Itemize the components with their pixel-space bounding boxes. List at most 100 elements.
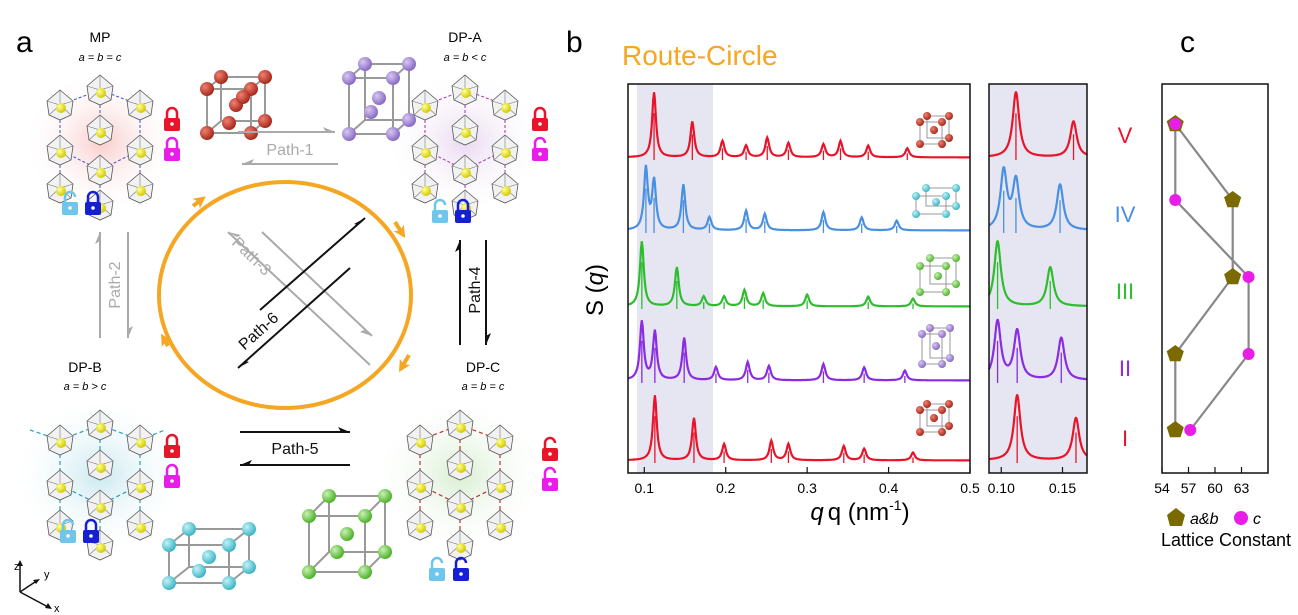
roman-label-II: II [1119,356,1131,381]
red-lock-icon [532,106,548,131]
path-2: Path-2 [95,232,133,338]
inset-cell-i [916,400,953,436]
dark-blue-lock-icon [455,198,471,223]
zoom-x-tick-label: 0.15 [1049,480,1076,496]
axis-y-label: y [44,569,50,581]
magenta-lock-icon [542,466,558,491]
roman-label-IV: IV [1115,202,1136,227]
zoom-plot-frame [988,83,1088,474]
path-6-label: Path-6 [236,309,282,353]
path-6: Path-6 [236,217,366,369]
highlight-band-zoom [989,84,1087,473]
light-blue-lock-icon [62,190,78,215]
dark-blue-lock-icon [453,556,469,581]
light-blue-lock-icon [60,518,76,543]
dpb-superlattice [29,409,166,561]
lattice-x-tick-label: 57 [1181,480,1197,496]
route-circle-title: Route-Circle [622,40,778,71]
route-arrow-bottom-left [161,333,173,348]
inset-cell-iii [916,254,960,296]
legend-c: c [1253,511,1261,528]
lattice-legend: a&b c [1167,508,1261,528]
panel-b-letter: b [566,26,583,59]
ab-point [1166,421,1184,438]
circle-marker-legend [1234,511,1248,525]
path-3-label: Path-3 [228,234,274,279]
route-arrow-top-right [393,220,406,239]
path-5: Path-5 [240,427,350,466]
panel-c: c 54 57 60 63 a&b c Lattice Constant [1154,26,1291,550]
dark-blue-lock-icon [83,518,99,543]
lattice-line-ab [1174,123,1234,430]
roman-label-III: III [1116,279,1134,304]
route-circle [157,180,413,410]
zoom-x-ticks: 0.10 0.15 [988,467,1076,496]
ab-point [1224,191,1242,208]
dpb-unit-cell [162,522,256,590]
roman-label-V: V [1118,123,1133,148]
light-blue-lock-icon [429,556,445,581]
zoom-x-tick-label: 0.10 [988,480,1015,496]
main-x-tick-label: 0.5 [960,480,980,496]
dpb-title: DP-B [68,359,101,375]
mp-title: MP [90,29,111,45]
coordinate-axes: z y x [14,560,60,615]
dpc-relation: a = b = c [462,381,505,393]
path-5-label: Path-5 [271,441,318,458]
dpa-superlattice [411,74,519,221]
dpc-title: DP-C [466,359,500,375]
inset-cell-ii [918,324,954,368]
panel-a: a MP a = b = c DP-A a = b < c DP-B a = b… [10,26,558,615]
lattice-xlabel: Lattice Constant [1161,530,1291,550]
spectrum-line-IV [627,164,970,232]
lattice-x-ticks: 54 57 60 63 [1154,467,1249,496]
main-x-tick-label: 0.3 [797,480,817,496]
c-point [1169,118,1182,130]
spectrum-line-III [627,241,970,308]
inset-cell-iv [912,184,960,218]
ab-point [1224,268,1242,285]
dpc-unit-cell [302,489,392,579]
pentagon-marker-legend [1167,508,1185,526]
magenta-lock-icon [164,463,180,488]
c-point [1169,194,1182,206]
zoom-spectra [987,91,1088,463]
path-1-label: Path-1 [266,142,313,159]
mp-superlattice [46,74,154,221]
spectrum-line-II [988,318,1088,381]
lattice-x-tick-label: 54 [1154,480,1170,496]
magenta-lock-icon [532,136,548,161]
c-point [1184,424,1197,436]
path-4: Path-4 [455,240,491,345]
dpc-superlattice [406,409,514,561]
c-point [1242,271,1255,283]
main-x-tick-label: 0.4 [879,480,899,496]
path-4-label: Path-4 [467,266,484,313]
spectrum-line-V [988,91,1088,158]
dpa-unit-cell [342,57,416,141]
panel-c-letter: c [1180,26,1195,59]
dpa-relation: a = b < c [444,52,487,64]
red-lock-icon [164,433,180,458]
lock-icons [60,106,558,581]
mp-relation: a = b = c [79,52,122,64]
y-axis-label: S (q) [582,264,609,316]
spectrum-line-IV [988,166,1088,231]
path-2-label: Path-2 [107,261,124,308]
mp-unit-cell [200,70,272,140]
c-point [1242,348,1255,360]
red-lock-icon [164,106,180,131]
main-spectra [627,92,970,463]
lattice-x-tick-label: 60 [1207,480,1223,496]
axis-z-label: z [14,561,20,573]
main-x-tick-label: 0.2 [716,480,736,496]
route-arrow-top-left [191,196,206,209]
lattice-x-tick-label: 63 [1234,480,1250,496]
dpa-title: DP-A [448,29,482,45]
ab-point [1166,345,1184,362]
main-plot-frame [627,83,971,474]
